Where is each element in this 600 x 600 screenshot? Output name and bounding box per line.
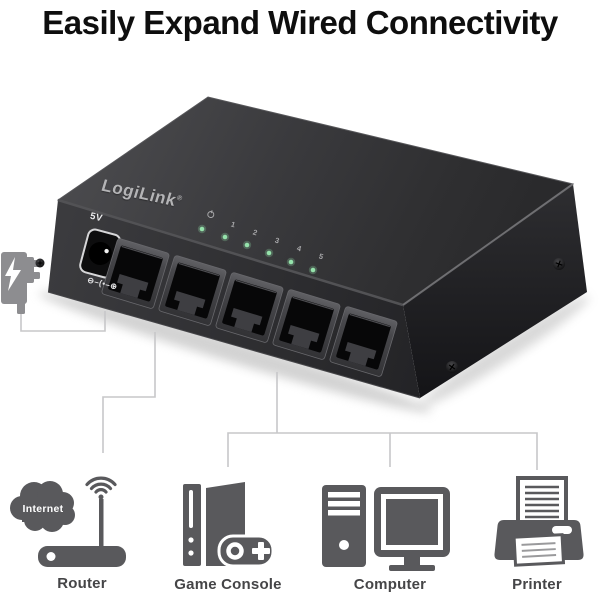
gamepad-icon <box>217 534 275 568</box>
connector-lines <box>20 311 538 470</box>
internet-label: Internet <box>23 503 64 515</box>
device-label-printer: Printer <box>512 576 562 593</box>
power-adapter-line <box>20 311 106 332</box>
led-dot-4 <box>286 257 296 267</box>
lightning-bolt-icon <box>5 257 21 291</box>
rj45-port-1 <box>101 238 170 309</box>
internet-cloud <box>10 481 75 532</box>
monitor-icon <box>374 487 450 571</box>
screw-icon <box>553 258 565 270</box>
printer-icon <box>494 476 584 567</box>
printer-button <box>552 526 572 534</box>
case-screws <box>35 258 565 373</box>
device-label-router: Router <box>57 575 107 592</box>
rj45-port-2 <box>158 255 227 326</box>
router-line <box>102 332 156 453</box>
rj45-port-4 <box>272 289 341 360</box>
right-chamfer-edge <box>402 183 574 306</box>
switch-right-face <box>403 184 587 398</box>
router-icon: Internet <box>10 476 126 567</box>
led-dot-3 <box>264 248 274 258</box>
device-label-game-console: Game Console <box>174 576 282 593</box>
wifi-icon <box>85 476 117 500</box>
front-bottom-edge <box>47 291 421 399</box>
router-led <box>46 552 56 561</box>
router-antenna <box>99 499 104 547</box>
front-chamfer-edge <box>57 198 404 307</box>
game-console-icon <box>183 482 275 568</box>
power-adapter-icon <box>1 252 40 314</box>
devices-bus-line <box>227 432 538 470</box>
page-title: Easily Expand Wired Connectivity <box>42 4 558 41</box>
screw-icon <box>446 361 458 373</box>
led-indicators <box>197 224 318 275</box>
led-dot-5 <box>308 265 318 275</box>
screw-icon <box>35 258 45 268</box>
led-dot-1 <box>220 232 230 242</box>
switch-shadow <box>38 291 590 413</box>
rj45-port-3 <box>215 272 284 343</box>
led-dot-power <box>197 224 207 234</box>
rj45-port-5 <box>329 306 398 377</box>
led-dot-2 <box>242 240 252 250</box>
computer-icon <box>322 485 450 571</box>
device-label-computer: Computer <box>353 576 427 593</box>
router-body <box>38 546 126 567</box>
rj45-ports <box>101 238 398 377</box>
